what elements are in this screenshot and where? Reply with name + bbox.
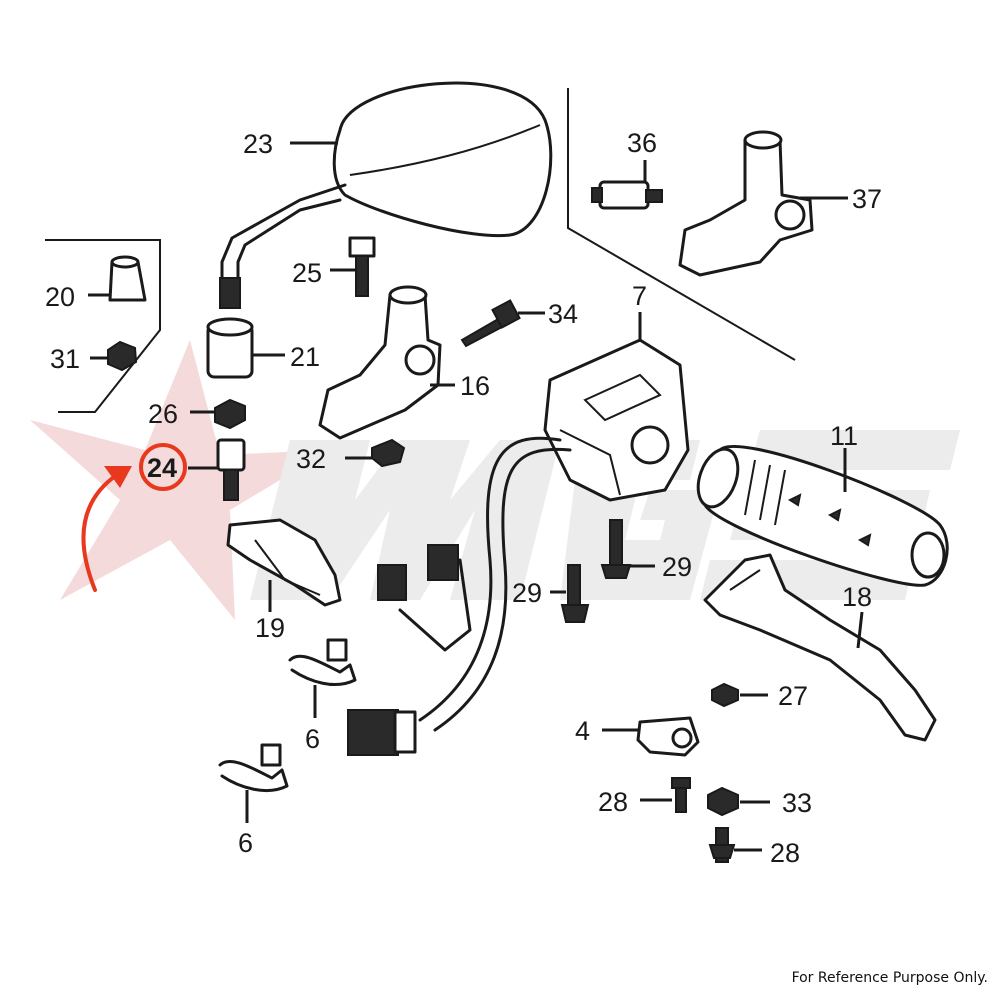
label-26: 26 [148,399,178,429]
label-23: 23 [243,129,273,159]
label-29-a: 29 [662,552,692,582]
bolt-part-25[interactable] [348,236,376,297]
lever-part-18[interactable] [703,553,937,742]
group-bracket-left [45,239,161,413]
holder-part-16[interactable] [318,285,442,440]
label-20: 20 [45,282,75,312]
label-21: 21 [290,342,320,372]
label-4: 4 [575,716,590,746]
label-31: 31 [50,344,80,374]
label-27: 27 [778,681,808,711]
screw-part-29-a[interactable] [600,519,632,579]
clip-part-32[interactable] [371,438,406,468]
nut-part-31[interactable] [107,340,138,372]
switch-part-4[interactable] [636,716,700,757]
mirror-part-23[interactable] [219,81,553,309]
nut-part-33[interactable] [707,786,739,817]
label-28-a: 28 [598,787,628,817]
grip-part-11[interactable] [691,444,949,587]
switch-housing-part-7[interactable] [543,338,690,502]
screw-part-28-b[interactable] [708,827,736,863]
label-29-b: 29 [512,578,542,608]
label-34: 34 [548,299,578,329]
highlight-arrow [81,472,120,592]
label-16: 16 [460,371,490,401]
wiring-harness[interactable] [347,436,572,756]
label-36: 36 [627,128,657,158]
screw-part-28-a[interactable] [671,777,691,813]
label-33: 33 [782,788,812,818]
screw-part-34[interactable] [460,299,521,348]
weight-part-20[interactable] [108,255,147,302]
switch-part-36[interactable] [591,180,663,210]
group-bracket-right [567,88,796,361]
clamp-part-6-b[interactable] [218,743,289,793]
bracket-part-37[interactable] [678,130,814,277]
clamp-part-6-a[interactable] [288,638,357,687]
highlight-arrowhead [104,466,132,488]
label-7: 7 [632,281,647,311]
bolt-part-24[interactable] [216,438,246,501]
nut-part-27[interactable] [711,682,739,708]
screw-part-29-b[interactable] [560,564,590,623]
label-25: 25 [292,258,322,288]
adapter-part-21[interactable] [206,317,254,379]
label-28-b: 28 [770,838,800,868]
footer-disclaimer: For Reference Purpose Only. [791,970,988,986]
nut-part-26[interactable] [214,398,246,430]
label-32: 32 [296,444,326,474]
label-6-b: 6 [238,828,253,858]
label-6-a: 6 [305,724,320,754]
highlight-circle [139,443,187,491]
label-18: 18 [842,582,872,612]
cover-part-19[interactable] [226,518,342,607]
label-24: 24 [147,453,177,483]
label-11: 11 [830,421,858,451]
label-37: 37 [852,184,882,214]
label-19: 19 [255,613,285,643]
